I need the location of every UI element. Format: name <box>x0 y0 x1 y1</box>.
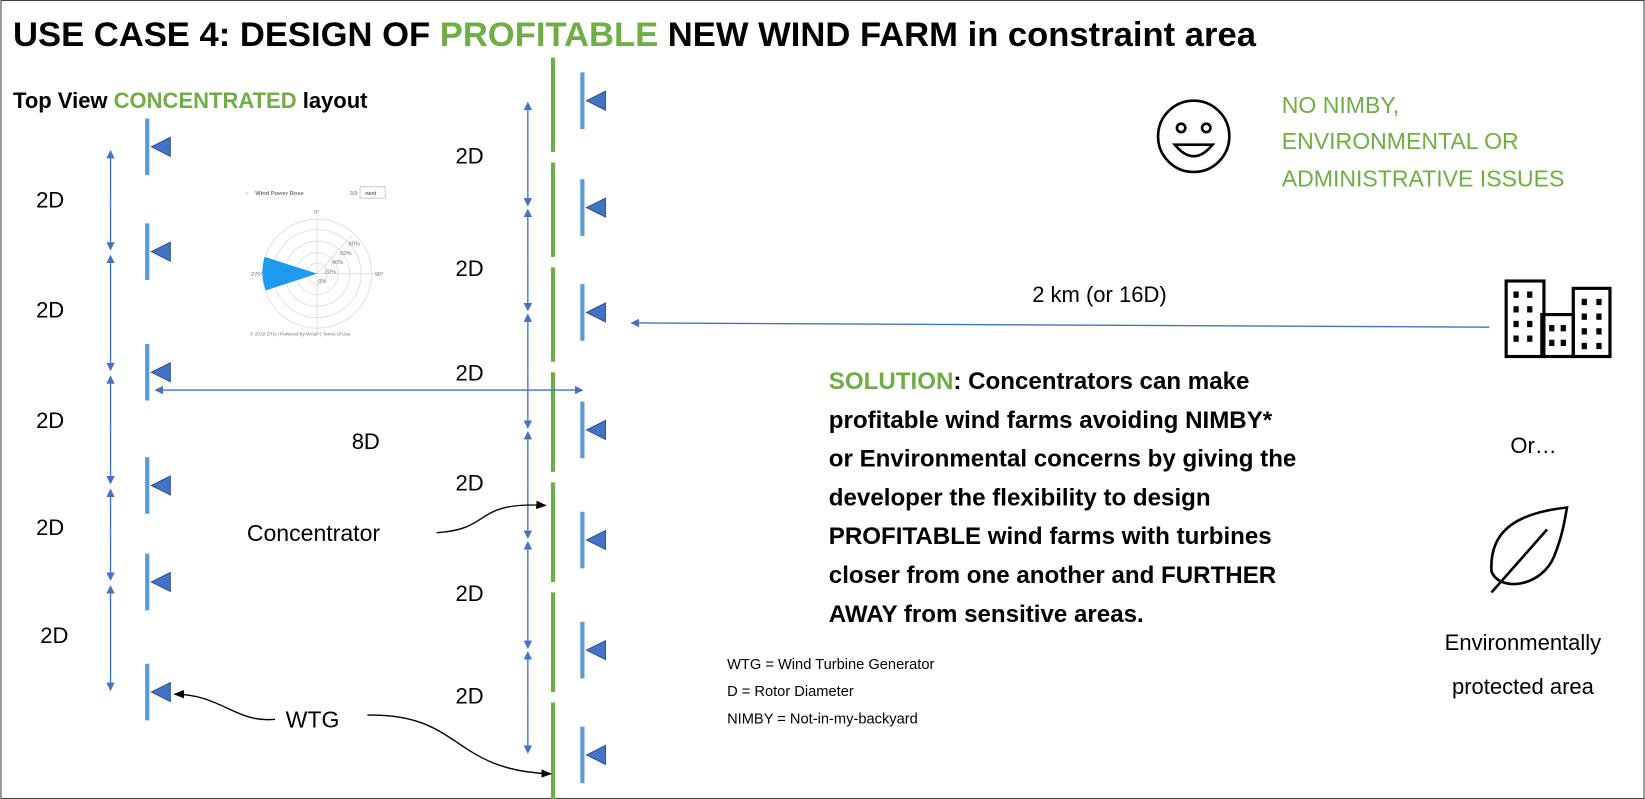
ring-label: 60% <box>340 251 352 257</box>
or-label: Or… <box>1510 433 1556 458</box>
page-title: USE CASE 4: DESIGN OF PROFITABLE NEW WIN… <box>13 16 1257 54</box>
spacing-label: 2D <box>36 188 64 213</box>
benefit-line: ADMINISTRATIVE ISSUES <box>1282 166 1565 192</box>
spacing-label: 2D <box>456 581 484 606</box>
wind-rose-page: 3/9 <box>350 191 358 197</box>
benefit-line: ENVIRONMENTAL OR <box>1282 128 1519 154</box>
solution-line: closer from one another and FURTHER <box>829 562 1276 589</box>
spacing-label: 2D <box>36 408 64 433</box>
layout-subtitle: Top View CONCENTRATED layout <box>13 88 368 113</box>
wind-turbine <box>580 179 606 236</box>
solution-label: SOLUTION <box>829 368 954 395</box>
wind-rose-title: Wind Power Rose <box>255 191 304 197</box>
wind-power-rose: ‹ Wind Power Rose 3/9 next 0° 90° 270° 0… <box>246 186 386 337</box>
legend-item: D = Rotor Diameter <box>727 684 854 700</box>
solution-line: or Environmental concerns by giving the <box>829 446 1297 473</box>
wind-turbine <box>580 511 606 569</box>
legend-item: WTG = Wind Turbine Generator <box>727 657 934 673</box>
concentrator-label: Concentrator <box>247 520 381 546</box>
solution-line: PROFITABLE wind farms with turbines <box>829 523 1272 550</box>
angle-label: 270° <box>251 272 263 278</box>
rose-sector <box>262 256 318 291</box>
spacing-label: 2D <box>456 361 484 386</box>
left-spacing-labels: 2D 2D 2D 2D 2D <box>36 188 68 648</box>
row-spacing-label: 8D <box>352 429 380 454</box>
distance-label: 2 km (or 16D) <box>1032 282 1166 307</box>
wind-rose-footer: © 2019 DTU | Powered by WAsP | Terms of … <box>250 331 351 337</box>
spacing-label: 2D <box>36 515 64 540</box>
protected-area-label: protected area <box>1452 674 1595 699</box>
leaf-icon <box>1490 506 1569 594</box>
wtg-label: WTG <box>286 707 340 733</box>
wind-turbine <box>580 401 606 459</box>
wind-turbine <box>580 72 606 129</box>
spacing-label: 2D <box>456 256 484 281</box>
spacing-label: 2D <box>36 298 64 323</box>
ring-label: 40% <box>332 260 344 266</box>
turbines <box>145 72 606 784</box>
wind-turbine <box>580 284 606 341</box>
wtg-pointer-left <box>173 689 276 721</box>
angle-label: 0° <box>314 210 320 216</box>
benefits-text: NO NIMBY, ENVIRONMENTAL OR ADMINISTRATIV… <box>1282 92 1565 191</box>
ring-label: 20% <box>324 270 336 276</box>
wind-turbine <box>145 118 171 176</box>
solution-line: developer the flexibility to design <box>829 484 1211 511</box>
ring-label: 0% <box>318 279 326 285</box>
middle-spacing-labels: 2D 2D 2D 2D 2D 2D <box>456 144 484 709</box>
protected-area-label: Environmentally <box>1445 630 1602 655</box>
wtg-pointer-right <box>367 714 552 778</box>
solution-line: profitable wind farms avoiding NIMBY* <box>829 407 1273 434</box>
benefit-line: NO NIMBY, <box>1282 92 1399 118</box>
legend: WTG = Wind Turbine Generator D = Rotor D… <box>727 657 934 728</box>
spacing-label: 2D <box>456 471 484 496</box>
angle-label: 90° <box>375 272 384 278</box>
wind-turbine <box>145 553 171 611</box>
ring-label: 80% <box>349 241 361 247</box>
solution-text: SOLUTION: Concentrators can make profita… <box>829 368 1297 628</box>
solution-line: : Concentrators can make <box>953 368 1249 395</box>
next-label: next <box>365 191 376 197</box>
wind-turbine <box>145 343 171 401</box>
wind-turbine <box>580 621 606 679</box>
distance-arrow <box>630 318 1490 328</box>
solution-line: AWAY from sensitive areas. <box>829 601 1144 628</box>
wind-turbine <box>145 663 171 721</box>
buildings-icon <box>1504 279 1612 359</box>
spacing-label: 2D <box>456 684 484 709</box>
spacing-label: 2D <box>40 623 68 648</box>
wind-turbine <box>145 457 171 514</box>
concentrator-pointer <box>436 500 547 534</box>
legend-item: NIMBY = Not-in-my-backyard <box>727 712 918 728</box>
smiley-icon <box>1156 99 1231 174</box>
spacing-label: 2D <box>456 144 484 169</box>
wind-turbine <box>145 223 171 280</box>
next-button[interactable] <box>359 186 386 199</box>
spacing-arrows <box>106 101 584 754</box>
svg-text:SOLUTION: Concentrators can ma: SOLUTION: Concentrators can make <box>829 368 1250 395</box>
wind-turbine <box>580 726 606 784</box>
back-icon[interactable]: ‹ <box>246 191 248 197</box>
